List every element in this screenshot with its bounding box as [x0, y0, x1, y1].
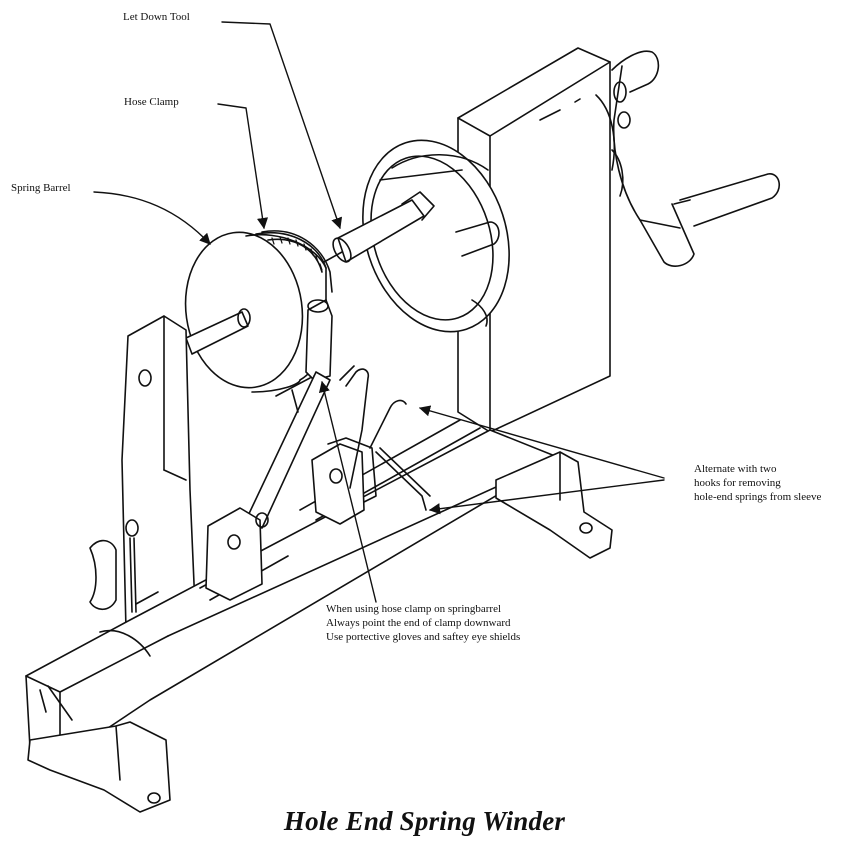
headstock-housing — [457, 47, 616, 433]
arbor-shaft — [185, 308, 251, 355]
lever-bracket — [205, 507, 269, 601]
label-alternate-hooks: Alternate with two hooks for removing ho… — [694, 462, 821, 504]
label-hose-clamp-notes: When using hose clamp on springbarrel Al… — [326, 602, 520, 644]
diagram-title: Hole End Spring Winder — [283, 806, 566, 836]
label-hose-clamp: Hose Clamp — [124, 96, 179, 108]
label-spring-barrel: Spring Barrel — [11, 182, 71, 194]
base-foot-left — [27, 721, 171, 813]
hose-clamp — [261, 230, 333, 391]
crank-handle — [611, 50, 780, 267]
label-line: Always point the end of clamp downward — [326, 617, 511, 629]
winding-cup — [362, 139, 510, 333]
base-foot-right — [495, 451, 613, 559]
let-down-tool — [323, 191, 435, 263]
label-line: Alternate with two — [694, 463, 777, 475]
label-let-down-tool: Let Down Tool — [123, 11, 190, 23]
center-bracket — [311, 437, 377, 525]
label-line: hooks for removing — [694, 477, 781, 489]
leader-lines — [93, 21, 665, 603]
removal-hook-2 — [369, 399, 431, 511]
spring-barrel — [184, 231, 328, 393]
label-line: When using hose clamp on springbarrel — [326, 603, 502, 615]
label-line: hole-end springs from sleeve — [694, 491, 822, 503]
label-line: Use portective gloves and saftey eye shi… — [326, 631, 521, 643]
left-upright — [89, 315, 197, 651]
removal-hook-1 — [339, 365, 370, 489]
